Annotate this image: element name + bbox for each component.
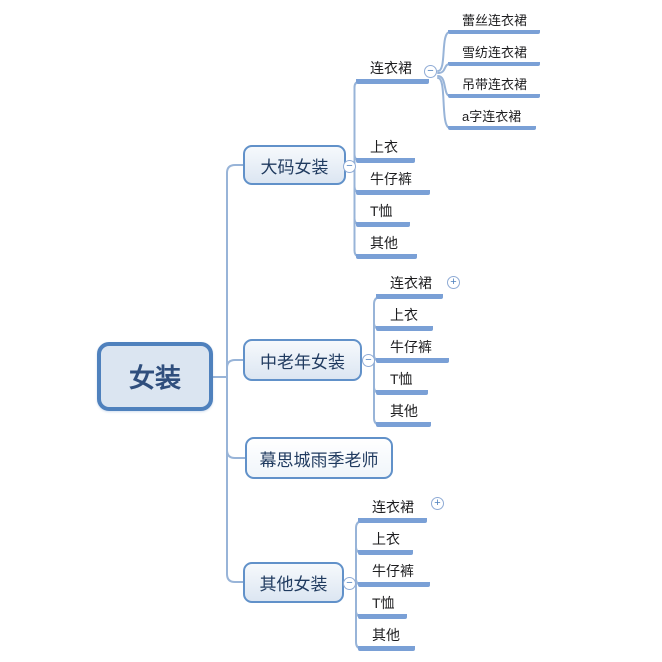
node-root-label: 女装 — [128, 363, 181, 393]
node-child-1-4[interactable]: 其他 — [376, 402, 431, 427]
node-child-3-2[interactable]: 牛仔裤 — [358, 562, 430, 587]
node-child-0-3-label: T恤 — [370, 203, 393, 219]
collapse-icon-branch-1[interactable]: − — [362, 354, 375, 367]
node-child-0-4[interactable]: 其他 — [356, 234, 417, 259]
node-child-0-0[interactable]: 连衣裙 — [356, 59, 429, 84]
node-branch-0[interactable]: 大码女装 — [243, 145, 346, 185]
node-child-3-2-label: 牛仔裤 — [372, 563, 414, 579]
node-child-3-0-label: 连衣裙 — [372, 499, 414, 515]
node-child-3-0[interactable]: 连衣裙 — [358, 498, 427, 523]
node-leaf-0-0-3[interactable]: a字连衣裙 — [448, 109, 536, 130]
node-child-0-3[interactable]: T恤 — [356, 202, 410, 227]
node-branch-2[interactable]: 幕思城雨季老师 — [245, 437, 393, 479]
node-branch-3[interactable]: 其他女装 — [243, 562, 344, 603]
node-child-3-4[interactable]: 其他 — [358, 626, 415, 651]
node-root[interactable]: 女装 — [97, 342, 213, 411]
node-child-1-2-label: 牛仔裤 — [390, 339, 432, 355]
node-branch-1-label: 中老年女装 — [260, 352, 345, 372]
connector-leaf-fan-3 — [437, 77, 451, 129]
connector-leaf-fan-0 — [437, 31, 451, 72]
node-child-1-4-label: 其他 — [390, 403, 418, 419]
node-child-1-1-label: 上衣 — [390, 307, 418, 323]
connector-branch-2 — [226, 376, 246, 459]
node-child-1-2[interactable]: 牛仔裤 — [376, 338, 449, 363]
node-child-1-1[interactable]: 上衣 — [376, 306, 433, 331]
node-child-3-3[interactable]: T恤 — [358, 594, 407, 619]
collapse-icon-branch-0[interactable]: − — [343, 160, 356, 173]
node-child-1-3-label: T恤 — [390, 371, 413, 387]
node-child-3-1-label: 上衣 — [372, 531, 400, 547]
node-child-3-1[interactable]: 上衣 — [358, 530, 413, 555]
expand-icon-child-3-0[interactable]: + — [431, 497, 444, 510]
collapse-icon-child-0-0[interactable]: − — [424, 65, 437, 78]
node-branch-2-label: 幕思城雨季老师 — [259, 450, 379, 470]
node-child-0-0-label: 连衣裙 — [370, 60, 412, 76]
node-child-1-0-label: 连衣裙 — [390, 275, 432, 291]
node-branch-3-label: 其他女装 — [259, 575, 328, 594]
node-child-3-3-label: T恤 — [372, 595, 395, 611]
node-leaf-0-0-1[interactable]: 雪纺连衣裙 — [448, 45, 540, 66]
node-child-0-4-label: 其他 — [370, 235, 398, 251]
node-child-1-0[interactable]: 连衣裙 — [376, 274, 443, 299]
node-child-1-3[interactable]: T恤 — [376, 370, 428, 395]
node-leaf-0-0-3-label: a字连衣裙 — [462, 109, 522, 124]
node-child-0-2-label: 牛仔裤 — [370, 171, 412, 187]
node-leaf-0-0-1-label: 雪纺连衣裙 — [462, 45, 528, 60]
connector-branch-3 — [226, 376, 244, 583]
node-leaf-0-0-2[interactable]: 吊带连衣裙 — [448, 77, 540, 98]
connector-branch-0 — [226, 164, 244, 378]
node-child-3-4-label: 其他 — [372, 627, 400, 643]
node-leaf-0-0-0-label: 蕾丝连衣裙 — [462, 13, 528, 28]
node-child-0-1-label: 上衣 — [370, 139, 398, 155]
collapse-icon-branch-3[interactable]: − — [343, 577, 356, 590]
node-child-0-2[interactable]: 牛仔裤 — [356, 170, 430, 195]
node-branch-1[interactable]: 中老年女装 — [243, 339, 362, 381]
expand-icon-child-1-0[interactable]: + — [447, 276, 460, 289]
node-leaf-0-0-0[interactable]: 蕾丝连衣裙 — [448, 13, 540, 34]
node-leaf-0-0-2-label: 吊带连衣裙 — [462, 77, 528, 92]
node-child-0-1[interactable]: 上衣 — [356, 138, 415, 163]
connector-branch-1 — [226, 359, 244, 378]
node-branch-0-label: 大码女装 — [260, 157, 329, 177]
